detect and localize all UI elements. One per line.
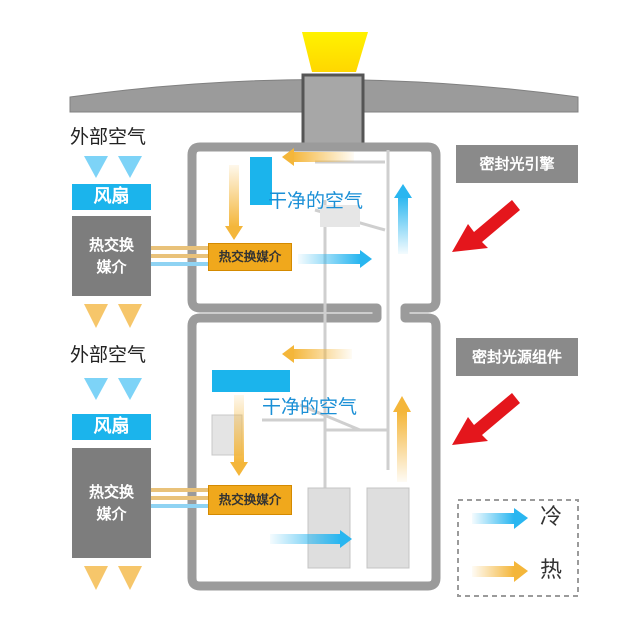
clean-air-label-bottom: 干净的空气 — [262, 396, 358, 418]
medium-box-top: 热交换媒介 — [208, 243, 292, 271]
light-source-module-1 — [307, 487, 351, 569]
legend-hot-label: 热 — [540, 558, 563, 583]
lens-block — [301, 73, 365, 147]
fan-top: 风扇 — [72, 184, 151, 210]
light-source-module-2 — [366, 487, 410, 569]
hx-bottom-line-2: 媒介 — [96, 505, 127, 523]
upper-optic-component — [320, 205, 360, 227]
red-arrows — [452, 200, 520, 445]
lower-inner-cold-panel — [212, 370, 290, 392]
hx-bottom-line-1: 热交换 — [88, 483, 134, 501]
outside-air-label-top: 外部空气 — [70, 126, 147, 148]
medium-box-bottom-label: 热交换媒介 — [218, 492, 282, 507]
hot-flow-arrows — [84, 148, 411, 590]
upper-inner-cold-panel — [250, 157, 272, 205]
sealed-light-source-tag: 密封光源组件 — [456, 338, 578, 376]
cold-flow-arrows — [84, 156, 412, 548]
sealed-light-source-label: 密封光源组件 — [471, 348, 562, 366]
exchange-pipes-upper — [151, 246, 208, 266]
legend-hot-arrow — [472, 561, 528, 582]
sealed-engine-label: 密封光引擎 — [479, 155, 555, 173]
hx-top-line-1: 热交换 — [88, 236, 134, 254]
hx-top-line-2: 媒介 — [96, 258, 127, 276]
legend-cold-arrow — [472, 508, 528, 529]
fan-bottom: 风扇 — [72, 414, 151, 440]
light-beam — [302, 32, 368, 72]
medium-box-top-label: 热交换媒介 — [218, 249, 282, 264]
heat-exchange-medium-top: 热交换 媒介 — [72, 216, 151, 296]
outside-air-label-bottom: 外部空气 — [70, 344, 147, 366]
clean-air-label-top: 干净的空气 — [268, 190, 364, 212]
exchange-pipes-lower — [151, 488, 208, 508]
sealed-engine-tag: 密封光引擎 — [456, 145, 578, 183]
fan-bottom-label: 风扇 — [93, 416, 130, 437]
fan-top-label: 风扇 — [93, 186, 130, 207]
heat-exchange-medium-bottom: 热交换 媒介 — [72, 448, 151, 558]
engine-enclosure — [187, 142, 441, 591]
medium-box-bottom: 热交换媒介 — [208, 485, 292, 515]
legend-cold-label: 冷 — [540, 505, 563, 530]
